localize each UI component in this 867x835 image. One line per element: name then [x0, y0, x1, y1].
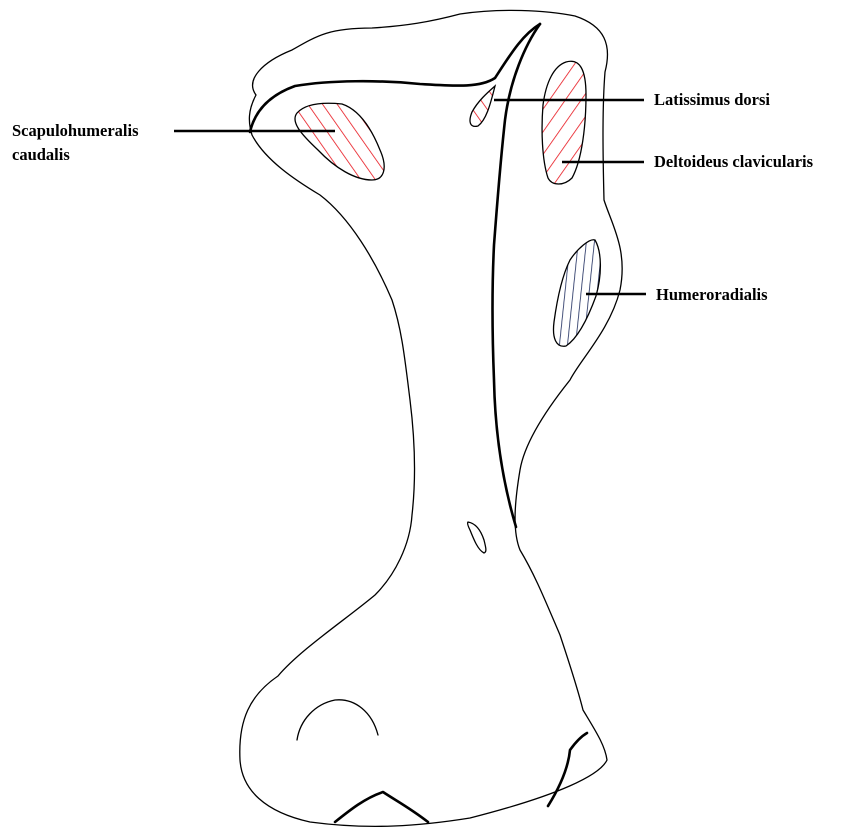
label-deltoideus-clavicularis: Deltoideus clavicularis — [654, 152, 813, 172]
label-latissimus-dorsi: Latissimus dorsi — [654, 90, 770, 110]
nutrient-foramen — [468, 522, 486, 553]
label-scapulohumeralis-line2: caudalis — [12, 145, 70, 165]
deltoideus-clavicularis-area — [542, 61, 586, 184]
distal-articular-arc — [297, 700, 378, 740]
proximal-ridge — [250, 24, 540, 132]
label-humeroradialis: Humeroradialis — [656, 285, 768, 305]
scapulohumeralis-caudalis-area — [295, 103, 384, 180]
distal-ridge-left — [335, 792, 428, 822]
label-scapulohumeralis-line1: Scapulohumeralis — [12, 121, 139, 141]
distal-ridge-right — [548, 733, 587, 806]
latissimus-dorsi-area — [470, 86, 495, 126]
